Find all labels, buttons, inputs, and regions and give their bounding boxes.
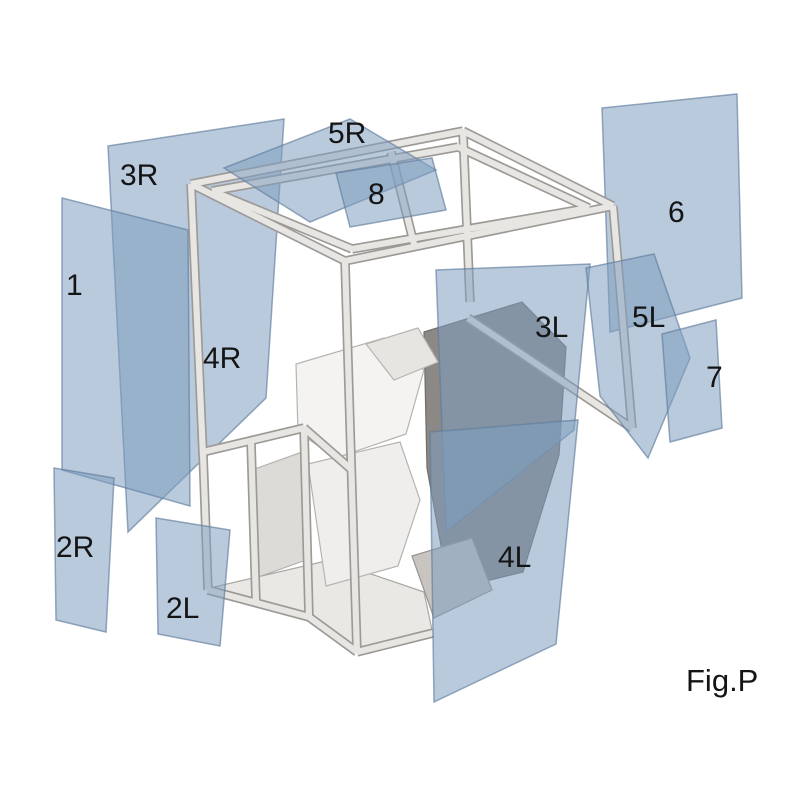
cab-lower-white-mass bbox=[307, 441, 421, 587]
glass-panel-4L bbox=[429, 419, 579, 704]
glass-panels-front bbox=[53, 118, 723, 704]
label-7: 7 bbox=[706, 361, 723, 394]
glass-panel-2L bbox=[155, 517, 231, 647]
label-6: 6 bbox=[668, 196, 685, 229]
glass-panel-1 bbox=[61, 197, 191, 507]
label-4R: 4R bbox=[203, 342, 241, 375]
cab-console bbox=[364, 327, 439, 381]
label-2R: 2R bbox=[56, 531, 94, 564]
glass-panel-2R bbox=[53, 467, 115, 633]
glass-panel-7 bbox=[661, 319, 723, 443]
cab-door-inner-panel bbox=[251, 451, 307, 579]
label-5L: 5L bbox=[632, 301, 665, 334]
label-5R: 5R bbox=[328, 117, 366, 150]
figure-caption: Fig.P bbox=[686, 663, 758, 698]
label-1: 1 bbox=[66, 269, 83, 302]
label-4L: 4L bbox=[498, 541, 531, 574]
label-3L: 3L bbox=[535, 311, 568, 344]
label-2L: 2L bbox=[166, 592, 199, 625]
glass-panel-8 bbox=[335, 157, 447, 228]
part-labels: 1 2R 2L 3R 3L 4R 4L 5R 5L 6 7 8 Fig.P bbox=[56, 117, 758, 698]
label-3R: 3R bbox=[120, 159, 158, 192]
label-8: 8 bbox=[368, 178, 385, 211]
